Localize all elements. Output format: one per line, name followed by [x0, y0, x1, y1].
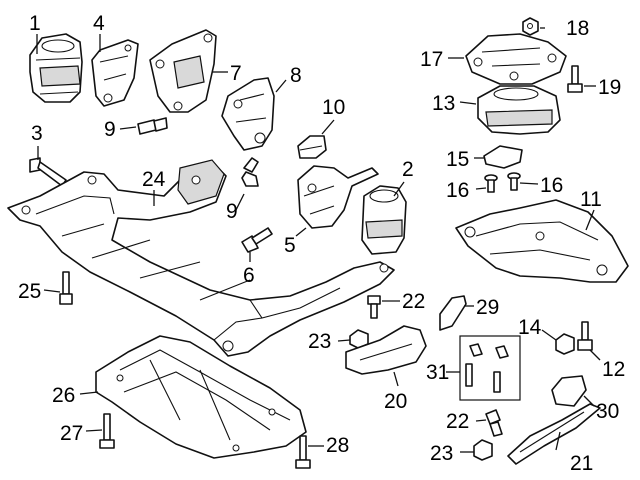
callout-18: 18: [566, 17, 589, 40]
callout-16-left: 16: [446, 179, 469, 202]
callout-19: 19: [598, 76, 621, 99]
callout-29: 29: [476, 296, 499, 319]
callout-7: 7: [230, 62, 242, 85]
callout-1: 1: [29, 12, 41, 35]
bolt-19: [567, 65, 583, 93]
bolt-25: [59, 271, 73, 305]
bolt-9-upper: [137, 117, 168, 135]
bolt-16-right: [507, 172, 521, 191]
bracket-29: [439, 295, 467, 331]
bracket-7: [149, 29, 217, 113]
callout-5: 5: [284, 234, 296, 257]
callout-14: 14: [518, 316, 542, 339]
callout-22-upper: 22: [402, 290, 425, 313]
bolt-28: [295, 435, 311, 469]
bolt-22-upper: [367, 295, 381, 319]
bolt-22-lower: [485, 409, 503, 437]
mount-10: [297, 135, 327, 159]
callout-16-right: 16: [540, 174, 563, 197]
crossmember-11: [455, 199, 629, 283]
leader-lines: [36, 27, 601, 453]
plate-15: [483, 145, 523, 169]
bolt-27: [99, 413, 115, 449]
nut-14: [555, 333, 575, 355]
bracket-30: [551, 375, 587, 407]
callout-30: 30: [596, 400, 619, 423]
callout-28: 28: [326, 434, 349, 457]
callout-23-upper: 23: [308, 330, 331, 353]
bracket-20: [345, 325, 427, 375]
subframe-24: [7, 159, 395, 357]
callout-26: 26: [52, 384, 75, 407]
callout-6: 6: [243, 264, 255, 287]
callout-10: 10: [322, 96, 345, 119]
skid-plate-26: [95, 335, 307, 459]
callout-21: 21: [570, 452, 593, 475]
bolt-set-31: [459, 335, 521, 401]
bolt-9-lower: [241, 157, 259, 187]
callout-22-lower: 22: [446, 410, 469, 433]
callout-8: 8: [290, 64, 302, 87]
bolt-12: [577, 321, 593, 351]
callout-20: 20: [384, 390, 407, 413]
bracket-21: [507, 403, 601, 465]
callout-17: 17: [420, 48, 443, 71]
engine-mount-1: [29, 33, 83, 103]
callout-15: 15: [446, 148, 469, 171]
transmission-mount-13: [477, 85, 561, 135]
callout-2: 2: [402, 158, 414, 181]
callout-9-lower: 9: [226, 200, 238, 223]
callout-24: 24: [142, 168, 166, 191]
callout-12: 12: [602, 358, 625, 381]
bolt-3: [29, 157, 67, 187]
bolt-6: [241, 227, 273, 253]
callout-11: 11: [580, 188, 602, 211]
bracket-8: [221, 77, 275, 151]
callout-25: 25: [18, 280, 41, 303]
engine-mount-2: [361, 185, 407, 255]
nut-18: [522, 17, 539, 36]
bolt-16-left: [484, 174, 498, 193]
callout-9-upper: 9: [104, 118, 116, 141]
callout-27: 27: [60, 422, 83, 445]
mount-bracket-17: [465, 33, 567, 85]
callout-13: 13: [432, 92, 455, 115]
callout-31: 31: [426, 361, 449, 384]
callout-3: 3: [31, 122, 43, 145]
callout-labels: 1 4 7 8 9 10 3 9 24 2 5 6 18 17 19 13 15…: [18, 12, 625, 475]
bracket-4: [91, 39, 139, 107]
bracket-5: [297, 165, 379, 229]
callout-4: 4: [93, 12, 105, 35]
nut-23-lower: [473, 439, 493, 461]
callout-23-lower: 23: [430, 442, 453, 465]
